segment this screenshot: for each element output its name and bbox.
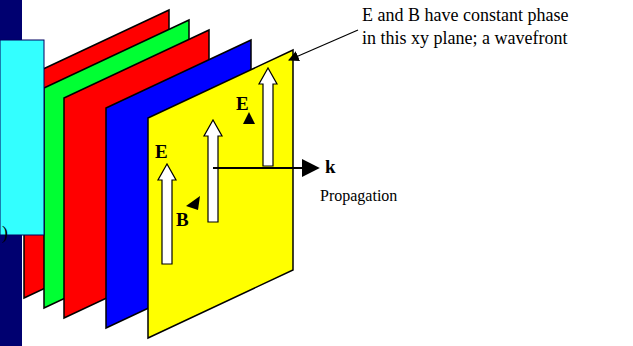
b-field-label: B <box>176 208 189 232</box>
propagation-label: Propagation <box>320 186 397 206</box>
wavefront-plate <box>148 50 293 338</box>
wavefront-note: E and B have constant phase in this xy p… <box>362 4 575 49</box>
propagation-arrow <box>213 167 318 169</box>
white-panel <box>22 0 633 346</box>
leader-line <box>289 30 358 60</box>
e-field-arrow <box>204 120 222 222</box>
b-field-arrowhead <box>186 196 200 210</box>
e-field-arrow <box>158 164 176 264</box>
e-field-arrow <box>259 68 277 166</box>
cyan-panel <box>0 40 44 235</box>
e-field-label: E <box>236 92 249 116</box>
cut-off-text: ) <box>2 222 8 245</box>
e-field-label: E <box>155 140 168 164</box>
wave-vector-label: k <box>325 155 336 179</box>
